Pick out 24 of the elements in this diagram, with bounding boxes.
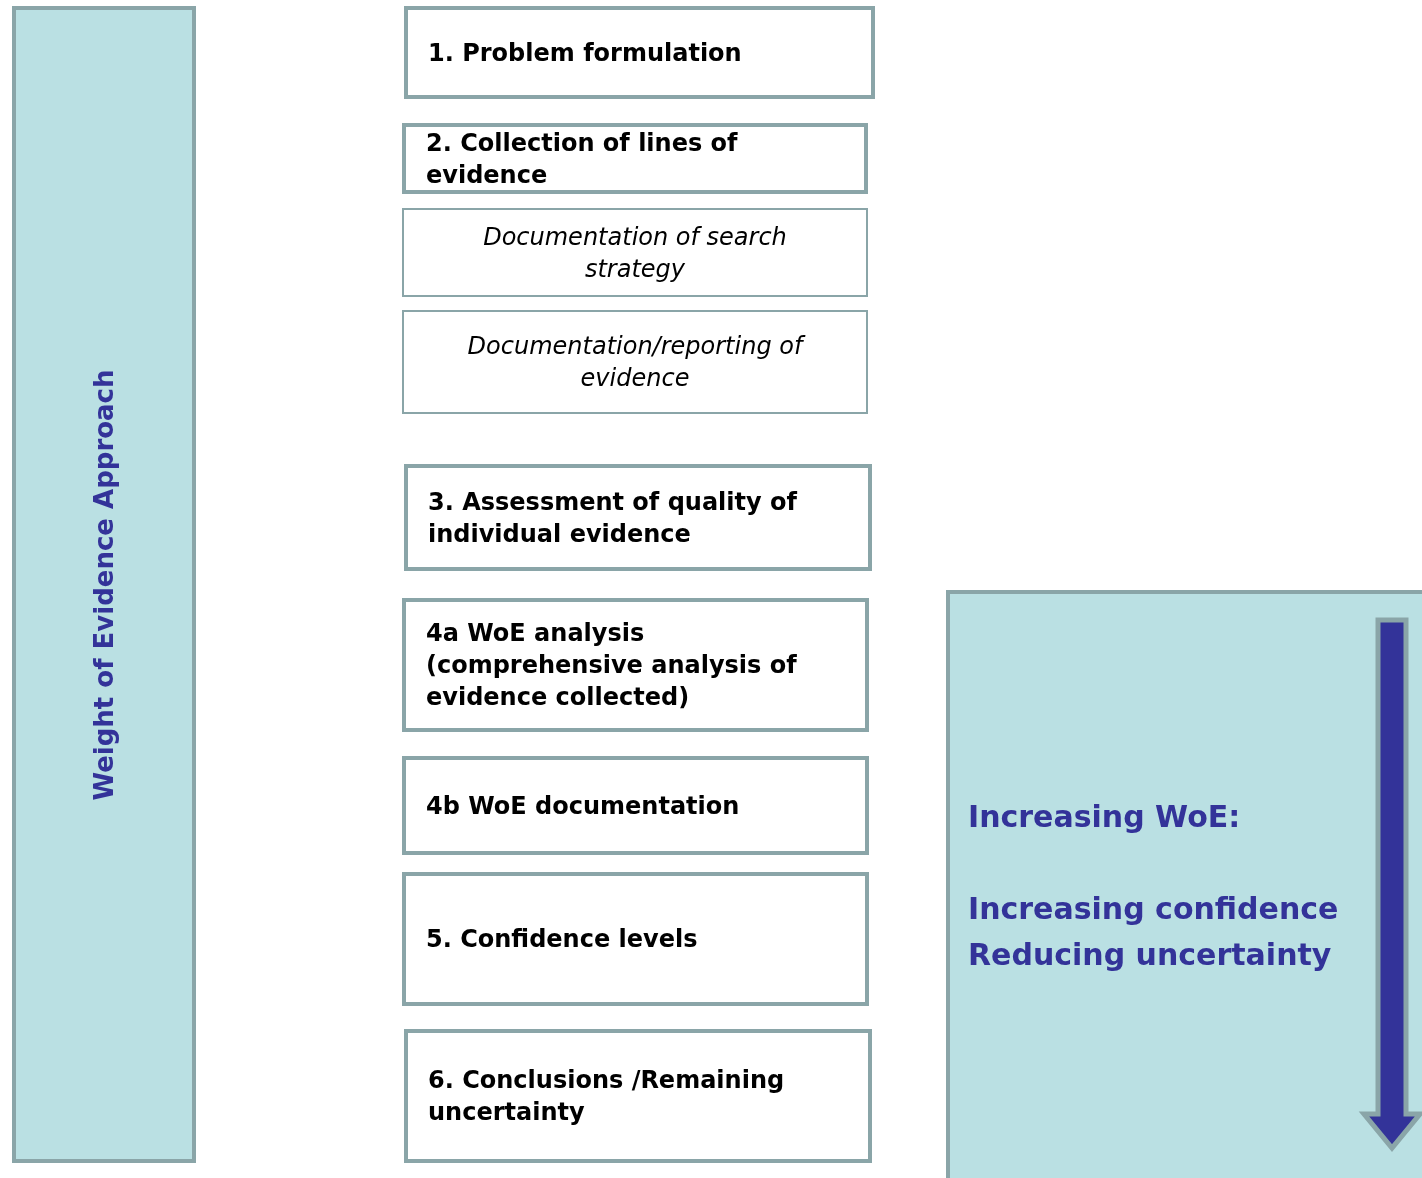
- step-box: [404, 464, 872, 571]
- sub-step-box: [402, 310, 868, 414]
- step-box: [402, 598, 869, 732]
- sub-step-text: Documentation of search strategy: [482, 221, 788, 285]
- step-box: [402, 756, 869, 855]
- sub-step-text: Documentation/reporting of evidence: [436, 330, 834, 394]
- step-title: 3. Assessment of quality of individual evidence: [428, 486, 799, 550]
- panel-text: Increasing confidence: [968, 890, 1340, 928]
- side-panel: [946, 590, 1422, 1178]
- sub-step-box: [402, 208, 868, 297]
- step-box: [404, 6, 875, 99]
- panel-text: Reducing uncertainty: [968, 936, 1333, 974]
- step-box: [402, 123, 868, 194]
- step-title: 6. Conclusions /Remaining uncertainty: [428, 1065, 786, 1128]
- vertical-band: [12, 6, 196, 1163]
- step-title: 5. Confidence levels: [426, 924, 699, 955]
- step-title: 1. Problem formulation: [428, 37, 743, 69]
- step-title: 2. Collection of lines of evidence: [426, 127, 739, 191]
- step-box: [404, 1029, 872, 1163]
- step-box: [402, 872, 869, 1006]
- panel-text: Increasing WoE:: [968, 798, 1242, 836]
- band-title: Weight of Evidence Approach: [87, 368, 120, 801]
- step-title: 4b WoE documentation: [426, 790, 741, 822]
- step-title: 4a WoE analysis (comprehensive analysis of evidence collected): [426, 618, 798, 713]
